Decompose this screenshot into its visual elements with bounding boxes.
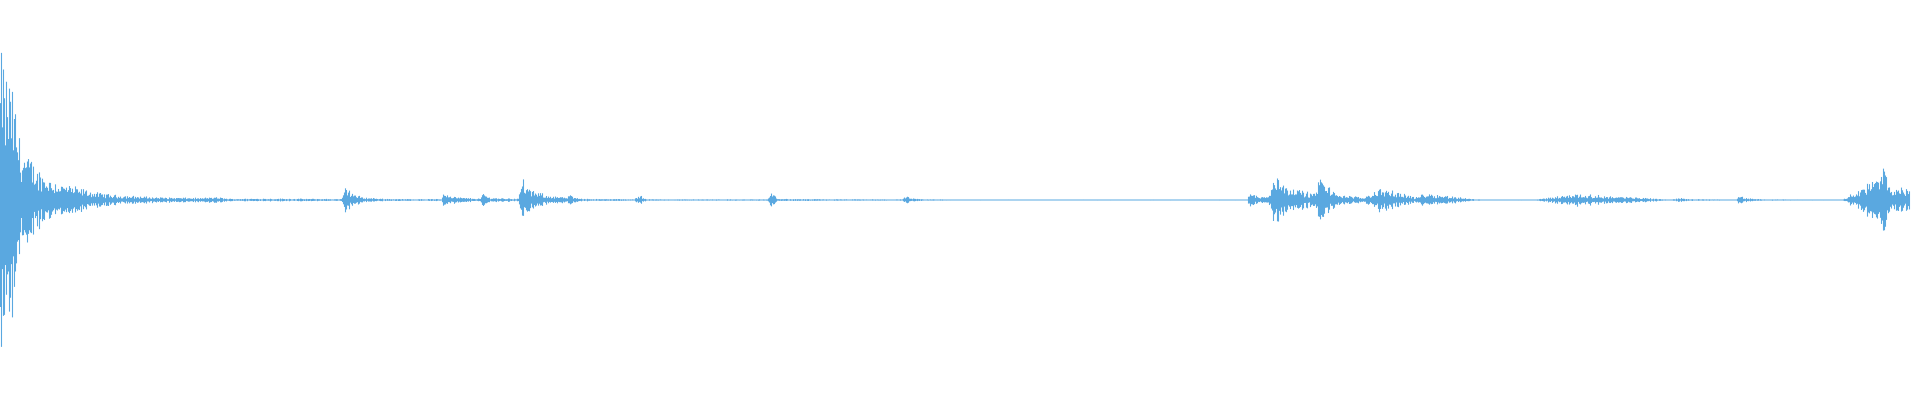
waveform-layer (0, 52, 1911, 347)
